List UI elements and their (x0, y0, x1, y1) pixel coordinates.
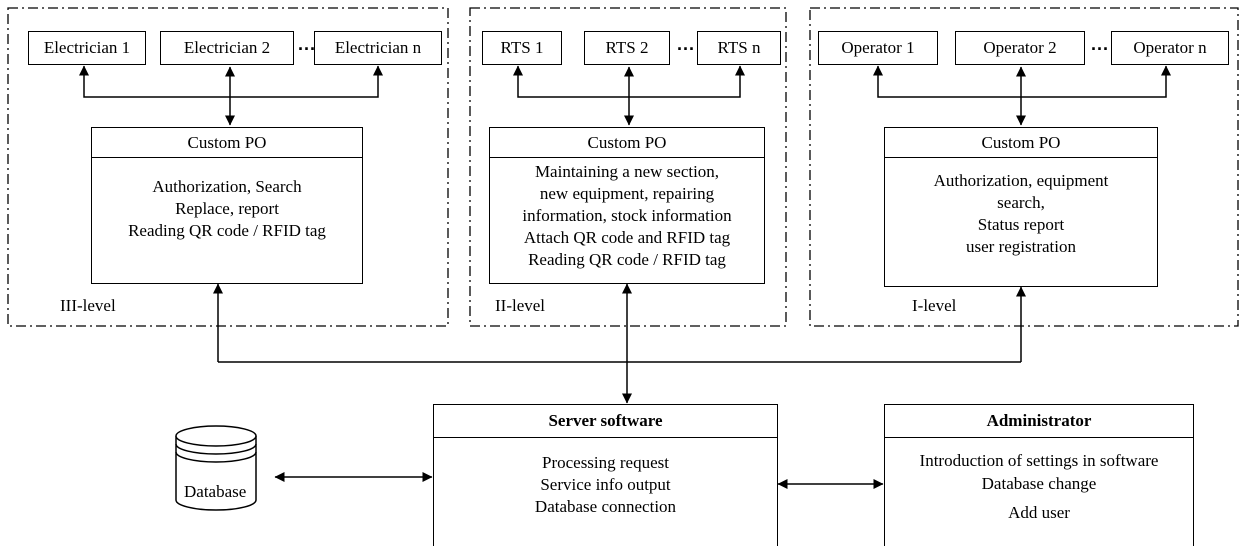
admin-line: Database change (981, 474, 1097, 493)
po-body: Authorization, Search Replace, report Re… (92, 158, 362, 242)
po-title: Custom PO (885, 128, 1157, 158)
admin-line: Introduction of settings in software (919, 451, 1159, 470)
administrator-body: Introduction of settings in software Dat… (885, 438, 1193, 524)
worker-rts-2: RTS 2 (584, 31, 670, 65)
po-line: search, (997, 193, 1045, 212)
po-line: Attach QR code and RFID tag (523, 228, 731, 247)
po-line: Reading QR code / RFID tag (128, 221, 326, 240)
fanout-i (873, 65, 1171, 98)
admin-line: Add user (1008, 503, 1070, 522)
custom-po-i: Custom PO Authorization, equipment searc… (884, 127, 1158, 287)
po-line: Status report (977, 215, 1065, 234)
po-body: Authorization, equipment search, Status … (885, 158, 1157, 258)
server-software-box: Server software Processing request Servi… (433, 404, 778, 546)
custom-po-iii: Custom PO Authorization, Search Replace,… (91, 127, 363, 284)
po-title: Custom PO (490, 128, 764, 158)
server-title: Server software (434, 405, 777, 438)
level-label-i: I-level (912, 296, 957, 315)
po-line: new equipment, repairing (539, 184, 715, 203)
po-title: Custom PO (92, 128, 362, 158)
worker-electrician-n: Electrician n (314, 31, 442, 65)
po-line: Reading QR code / RFID tag (528, 250, 726, 269)
custom-po-ii: Custom PO Maintaining a new section, new… (489, 127, 765, 284)
server-body: Processing request Service info output D… (434, 438, 777, 518)
po-line: Maintaining a new section, (534, 162, 720, 181)
worker-rts-n: RTS n (697, 31, 781, 65)
group-frame-i (809, 7, 1239, 327)
database-icon (175, 425, 257, 511)
po-line: Replace, report (175, 199, 279, 218)
group-frame-ii (469, 7, 787, 327)
group-frame-iii (7, 7, 449, 327)
worker-ellipsis: ... (1091, 34, 1110, 54)
worker-rts-1: RTS 1 (482, 31, 562, 65)
worker-operator-2: Operator 2 (955, 31, 1085, 65)
po-line: Authorization, Search (152, 177, 302, 196)
worker-operator-n: Operator n (1111, 31, 1229, 65)
po-line: information, stock information (522, 206, 732, 225)
server-line: Processing request (541, 453, 669, 472)
po-line: Authorization, equipment (933, 171, 1109, 190)
administrator-box: Administrator Introduction of settings i… (884, 404, 1194, 546)
fanout-iii (79, 65, 383, 98)
po-line: user registration (966, 237, 1076, 256)
administrator-title: Administrator (885, 405, 1193, 438)
worker-ellipsis: ... (298, 34, 317, 54)
database-label: Database (184, 482, 247, 501)
server-line: Database connection (534, 497, 677, 516)
worker-electrician-2: Electrician 2 (160, 31, 294, 65)
level-label-ii: II-level (495, 296, 546, 315)
worker-ellipsis: ... (677, 34, 696, 54)
worker-electrician-1: Electrician 1 (28, 31, 146, 65)
level-label-iii: III-level (60, 296, 116, 315)
po-body: Maintaining a new section, new equipment… (490, 158, 764, 271)
worker-operator-1: Operator 1 (818, 31, 938, 65)
server-line: Service info output (540, 475, 671, 494)
